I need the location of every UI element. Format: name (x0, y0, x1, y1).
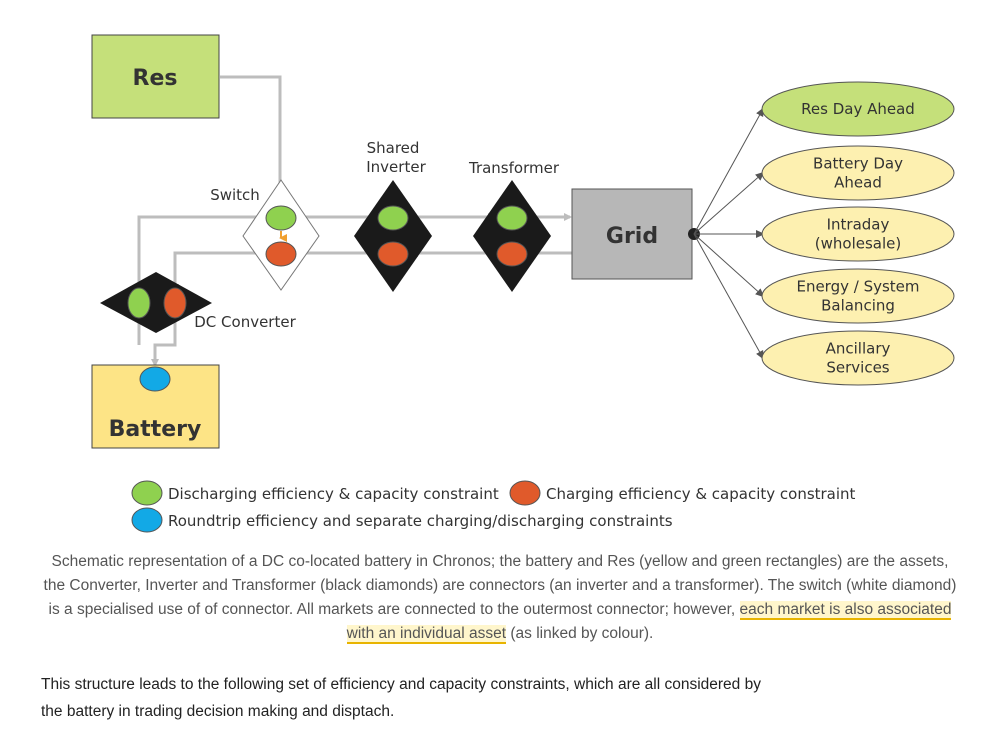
market-label: (wholesale) (815, 235, 901, 253)
legend-roundtrip-text: Roundtrip efficiency and separate chargi… (168, 512, 673, 530)
legend-green-circle (131, 480, 163, 506)
flow-lines (137, 75, 572, 367)
shared-inverter-label-line1: Shared (367, 139, 420, 157)
market-ellipse (761, 268, 955, 324)
res-label: Res (133, 66, 178, 91)
market-arrows (693, 107, 765, 360)
market-node: Res Day Ahead (761, 81, 955, 137)
caption-text-after: (as linked by colour). (506, 625, 654, 642)
transformer-label: Transformer (468, 159, 560, 177)
legend: Discharging efficiency & capacity constr… (131, 480, 856, 533)
legend-red-circle (509, 480, 541, 506)
grid-box (571, 188, 693, 280)
battery-label: Battery (109, 417, 202, 442)
converter-to-switch-line (137, 215, 262, 300)
res-box (91, 34, 220, 119)
legend-charging-text: Charging efficiency & capacity constrain… (546, 485, 856, 503)
shared-inverter-diamond (354, 180, 432, 292)
inverter-charge-circle (377, 241, 409, 267)
body-paragraph: This structure leads to the following se… (41, 676, 761, 720)
market-node: Intraday(wholesale) (761, 206, 955, 262)
switch-to-converter-line (171, 251, 264, 292)
market-arrow-1 (693, 171, 765, 235)
diagram-canvas: Res Battery Grid Switch Shared Inverter … (91, 34, 955, 533)
switch-charge-circle (265, 241, 297, 267)
market-ellipse (761, 330, 955, 386)
transformer-discharge-circle (496, 205, 528, 231)
converter-charge-circle (163, 287, 187, 319)
dc-converter-diamond (100, 272, 212, 333)
market-arrow-3 (693, 233, 765, 298)
market-ellipse (761, 206, 955, 262)
inverter-discharge-circle (377, 205, 409, 231)
market-label: Ancillary (826, 340, 891, 358)
converter-discharge-circle (127, 287, 151, 319)
converter-to-battery-line-2 (151, 318, 177, 367)
market-label: Services (826, 359, 889, 377)
dc-converter-label: DC Converter (194, 313, 296, 331)
switch-discharge-circle (265, 205, 297, 231)
shared-inverter-label-line2: Inverter (366, 158, 426, 176)
switch-label: Switch (210, 186, 260, 204)
res-to-switch-line (220, 75, 284, 205)
legend-blue-circle (131, 507, 163, 533)
market-label: Energy / System (796, 278, 919, 296)
caption-text-before: Schematic representation of a DC co-loca… (43, 553, 957, 618)
grid-label: Grid (606, 224, 658, 249)
market-label: Intraday (827, 216, 890, 234)
market-arrow-4 (693, 233, 764, 360)
market-label: Res Day Ahead (801, 100, 915, 118)
market-label: Balancing (821, 297, 895, 315)
market-label: Battery Day (813, 155, 903, 173)
market-arrow-0 (693, 107, 764, 235)
figure-caption: Schematic representation of a DC co-loca… (40, 550, 960, 646)
market-ellipse (761, 145, 955, 201)
transformer-charge-circle (496, 241, 528, 267)
market-label: Ahead (834, 174, 882, 192)
legend-discharging-text: Discharging efficiency & capacity constr… (168, 485, 499, 503)
battery-roundtrip-circle (139, 366, 171, 392)
market-ellipse (761, 81, 955, 137)
transformer-diamond (473, 180, 551, 292)
